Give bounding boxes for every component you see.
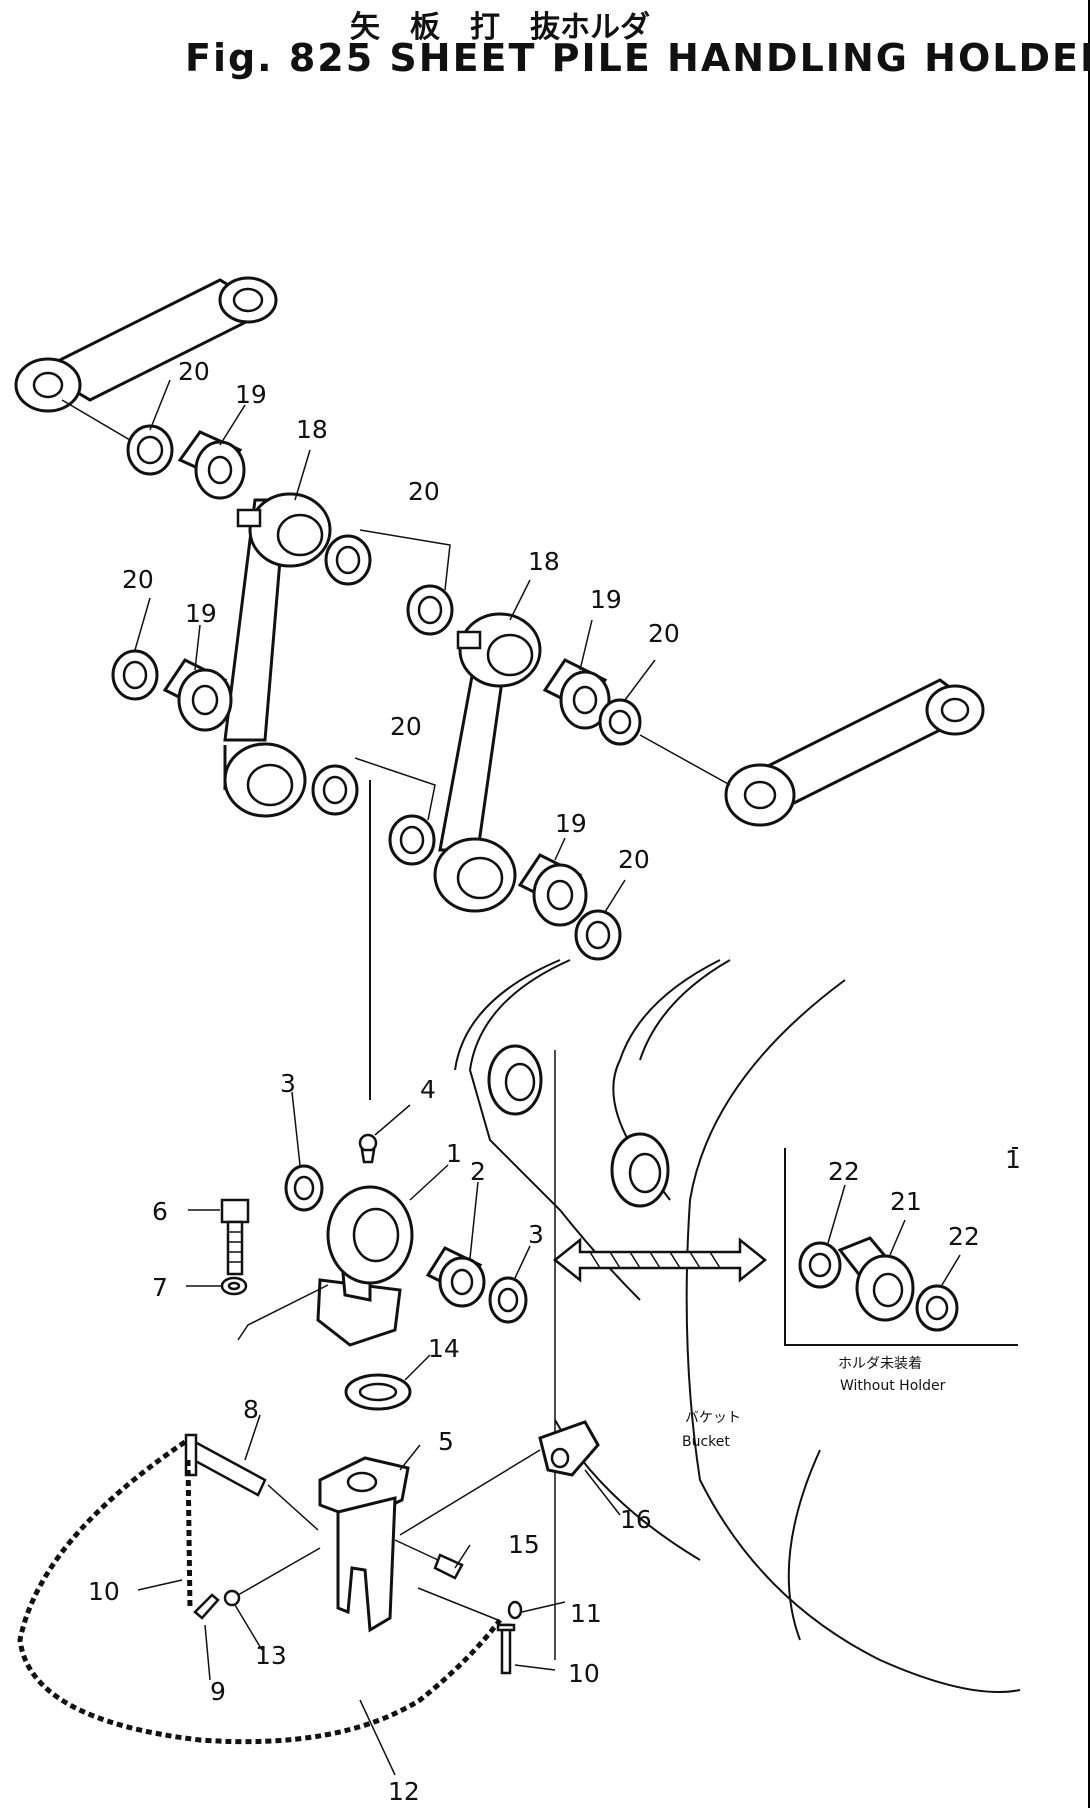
pin-9 xyxy=(193,1593,220,1620)
seal-ring-top-left xyxy=(126,424,174,476)
bushing-left-lower xyxy=(162,658,233,732)
seal-ring-right-lower xyxy=(574,909,622,961)
holder-body-5 xyxy=(318,1456,410,1633)
holder-bracket xyxy=(237,1185,414,1347)
inset-box xyxy=(784,1147,1018,1346)
callout-19: 19 xyxy=(590,585,622,614)
callout-3: 3 xyxy=(280,1069,296,1098)
callout-12: 11 xyxy=(570,1599,602,1628)
upper-left-link-arm xyxy=(14,276,278,441)
callout-22: 22 xyxy=(828,1157,860,1186)
seal-ring-center-b xyxy=(388,814,436,866)
bushing-right-upper xyxy=(542,658,611,730)
callout-20: 20 xyxy=(408,477,440,506)
chain-13 xyxy=(17,1439,502,1745)
connecting-rod-left xyxy=(223,492,332,818)
callout-20: 20 xyxy=(390,712,422,741)
seal-ring-3-left xyxy=(284,1164,324,1212)
clip-14 xyxy=(223,1547,321,1607)
bushing-right-lower xyxy=(517,853,588,927)
seal-ring-right-upper xyxy=(598,698,642,746)
callout-19: 19 xyxy=(235,380,267,409)
callout-5: 5 xyxy=(438,1427,454,1456)
inset-caption-jp: ホルダ未装着 xyxy=(838,1356,922,1372)
callout-16: 15 xyxy=(508,1530,540,1559)
callout-6: 6 xyxy=(152,1197,168,1226)
callout-4: 4 xyxy=(420,1075,436,1104)
bucket-outline xyxy=(454,959,1021,1693)
seal-ring-3-right xyxy=(488,1276,528,1324)
callout-11: 10 xyxy=(568,1659,600,1688)
callout-14: 13 xyxy=(255,1641,287,1670)
connecting-rod-right xyxy=(433,612,542,913)
figure-title: Fig. 825 SHEET PILE HANDLING HOLDER xyxy=(185,36,1090,80)
seal-ring-center-a xyxy=(311,764,359,816)
screw-16 xyxy=(394,1539,464,1580)
callout-leaders xyxy=(134,379,961,1776)
bucket-label-jp: バケット xyxy=(685,1410,741,1426)
callout-18: 18 xyxy=(296,415,328,444)
bushing-top-left xyxy=(177,430,246,500)
callout-8: 8 xyxy=(243,1395,259,1424)
seal-ring-left-lower xyxy=(111,649,159,701)
inset-caption: Without Holder xyxy=(840,1378,946,1394)
grease-fitting-4 xyxy=(358,1133,378,1164)
pin-11 xyxy=(496,1623,516,1675)
leader-20-mid xyxy=(359,529,451,591)
callout-20: 20 xyxy=(178,357,210,386)
callout-20: 20 xyxy=(648,619,680,648)
seal-ring-mid-a xyxy=(324,534,372,586)
callout-13: 12 xyxy=(388,1777,420,1806)
bushing-2 xyxy=(425,1246,486,1308)
right-link-arm xyxy=(639,678,985,827)
callout-15: 14 xyxy=(428,1334,460,1363)
washer-7 xyxy=(220,1276,248,1296)
pin-8 xyxy=(184,1433,319,1531)
leader-20-center xyxy=(354,757,436,821)
bolt-6 xyxy=(220,1198,250,1276)
clip-12 xyxy=(417,1587,523,1621)
callout-3: 3 xyxy=(528,1220,544,1249)
japanese-title: 矢 板 打 抜ホルダ xyxy=(350,10,650,45)
callout-labels: 20 19 18 20 20 19 20 18 19 20 19 20 3 4 … xyxy=(88,357,1021,1806)
callout-20: 20 xyxy=(618,845,650,874)
callout-1: 1 xyxy=(446,1139,462,1168)
callout-7: 7 xyxy=(152,1273,168,1302)
plate-17 xyxy=(399,1420,600,1536)
double-arrow xyxy=(552,1237,768,1283)
callout-10: 10 xyxy=(88,1577,120,1606)
callout-9: 9 xyxy=(210,1677,226,1706)
callout-22: 22 xyxy=(948,1222,980,1251)
bucket-label: Bucket xyxy=(682,1434,730,1450)
callout-19: 19 xyxy=(555,809,587,838)
inset-corner-mark: 1 xyxy=(1005,1145,1021,1174)
callout-20: 20 xyxy=(122,565,154,594)
callout-18: 18 xyxy=(528,547,560,576)
callout-2: 2 xyxy=(470,1157,486,1186)
seal-ring-mid-b xyxy=(406,584,454,636)
snap-ring-15 xyxy=(344,1373,412,1411)
callout-17: 16 xyxy=(620,1505,652,1534)
callout-21: 21 xyxy=(890,1187,922,1216)
callout-19: 19 xyxy=(185,599,217,628)
